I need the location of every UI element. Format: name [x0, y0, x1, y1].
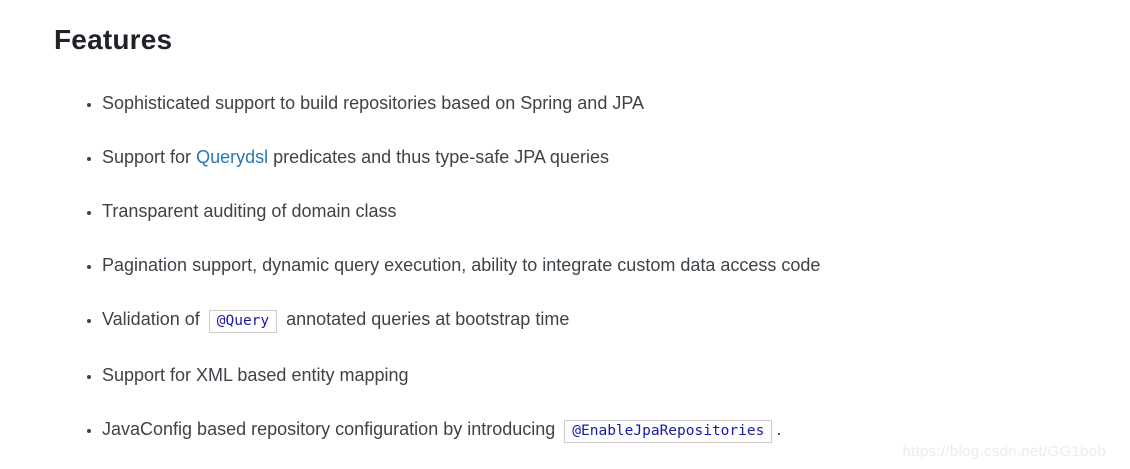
list-item-text: annotated queries at bootstrap time — [281, 309, 570, 329]
features-section: Features Sophisticated support to build … — [0, 0, 1130, 443]
list-item: Validation of @Query annotated queries a… — [102, 307, 1130, 333]
list-item: Transparent auditing of domain class — [102, 199, 1130, 223]
list-item-text: Support for — [102, 147, 197, 167]
list-item-text: predicates and thus type-safe JPA querie… — [268, 147, 609, 167]
list-item: Pagination support, dynamic query execut… — [102, 253, 1130, 277]
list-item: Support for Querydsl predicates and thus… — [102, 145, 1130, 169]
list-item-text: Sophisticated support to build repositor… — [102, 93, 645, 113]
list-item: JavaConfig based repository configuratio… — [102, 417, 1130, 443]
enable-jpa-repositories-code: @EnableJpaRepositories — [564, 420, 773, 443]
list-item-text: JavaConfig based repository configuratio… — [102, 419, 561, 439]
page-title: Features — [54, 24, 173, 55]
list-item: Sophisticated support to build repositor… — [102, 91, 1130, 115]
list-item-text: . — [776, 419, 782, 439]
list-item-text: Pagination support, dynamic query execut… — [102, 255, 821, 275]
watermark: https://blog.csdn.net/GG1bob — [902, 443, 1106, 460]
list-item-text: Support for XML based entity mapping — [102, 365, 409, 385]
list-item-text: Transparent auditing of domain class — [102, 201, 397, 221]
list-item-text: Validation of — [102, 309, 205, 329]
query-annotation-code: @Query — [208, 310, 278, 333]
list-item: Support for XML based entity mapping — [102, 363, 1130, 387]
features-list: Sophisticated support to build repositor… — [54, 91, 1130, 443]
querydsl-link[interactable]: Querydsl — [196, 147, 269, 167]
